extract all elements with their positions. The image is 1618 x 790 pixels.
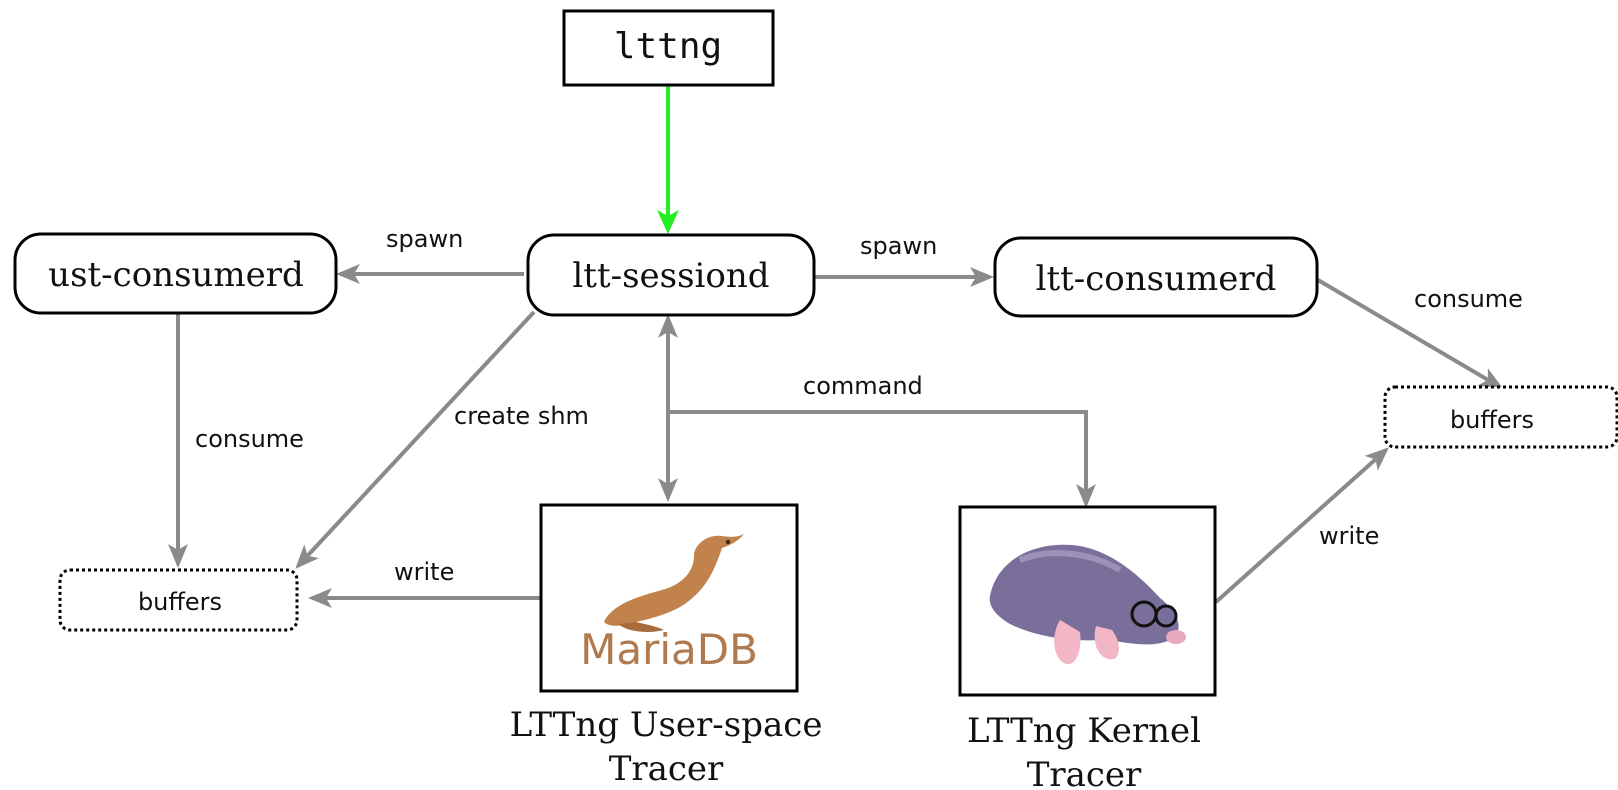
- ltt-consumerd-node: ltt-consumerd: [993, 236, 1319, 318]
- mariadb-logo-text: MariaDB: [580, 625, 758, 674]
- buffers-left-label: buffers: [138, 588, 222, 616]
- spawn-right-label: spawn: [860, 232, 937, 260]
- lttng-node: lttng: [562, 9, 775, 87]
- command-label: command: [803, 372, 923, 400]
- sessiond-label: ltt-sessiond: [572, 256, 769, 296]
- lttng-label: lttng: [614, 26, 722, 67]
- kernel-command-arrow: [668, 410, 1096, 508]
- kernel-tracer-caption-line2: Tracer: [1027, 755, 1142, 790]
- ltt-consumerd-label: ltt-consumerd: [1036, 259, 1277, 299]
- buffers-right-label: buffers: [1450, 406, 1534, 434]
- kernel-tracer-caption-line1: LTTng Kernel: [967, 711, 1201, 751]
- kernel-tracer-node: LTTng Kernel Tracer: [958, 505, 1217, 790]
- write-right-arrow: [1214, 447, 1389, 604]
- write-left-label: write: [394, 558, 454, 586]
- write-right-label: write: [1319, 522, 1379, 550]
- ust-consumerd-node: ust-consumerd: [13, 232, 338, 315]
- consume-left-label: consume: [195, 425, 304, 453]
- ust-tracer-caption-line2: Tracer: [609, 749, 724, 789]
- sessiond-node: ltt-sessiond: [526, 233, 816, 317]
- spawn-left-label: spawn: [386, 225, 463, 253]
- lttng-mole-logo: [989, 544, 1186, 665]
- mariadb-seal-logo: [604, 534, 744, 632]
- ust-tracer-node: MariaDB LTTng User-space Tracer: [510, 503, 823, 789]
- buffers-left-node: buffers: [58, 568, 299, 632]
- buffers-right-node: buffers: [1383, 385, 1618, 449]
- ust-consumerd-label: ust-consumerd: [48, 255, 304, 295]
- ust-tracer-caption-line1: LTTng User-space: [510, 705, 823, 745]
- consume-right-arrow: [1316, 278, 1504, 390]
- consume-right-label: consume: [1414, 285, 1523, 313]
- create-shm-arrow: [295, 310, 536, 569]
- create-shm-label: create shm: [454, 402, 589, 430]
- edges: [168, 86, 1504, 608]
